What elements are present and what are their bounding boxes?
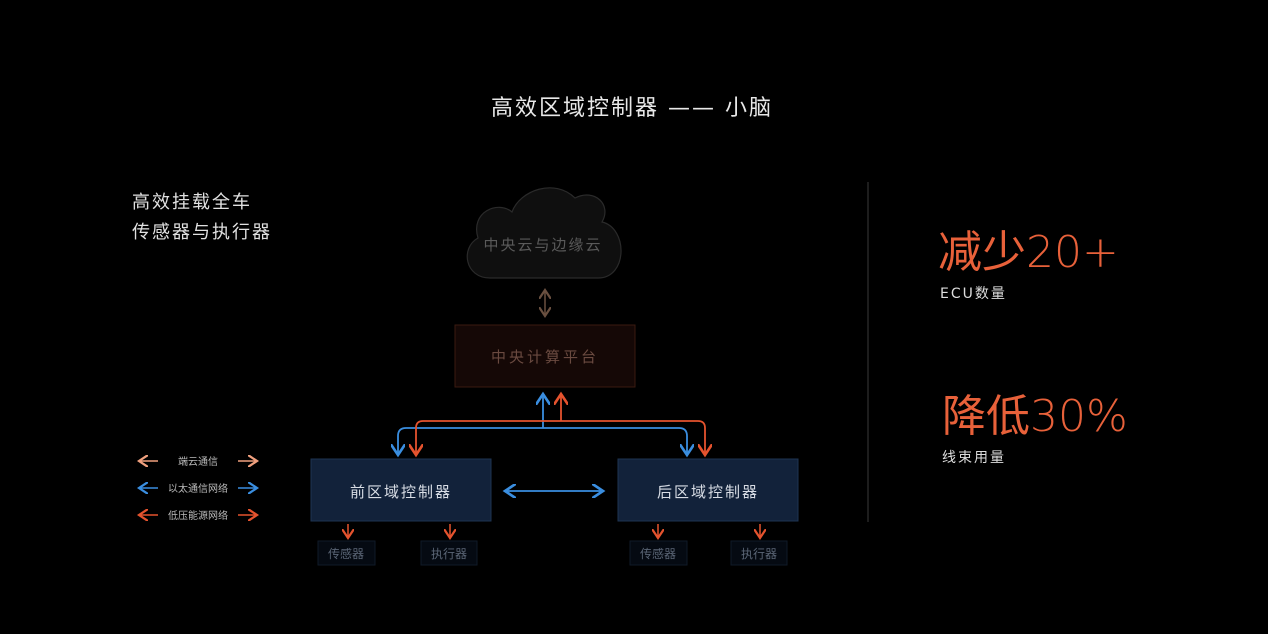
- intro-line-2: 传感器与执行器: [132, 222, 272, 243]
- page-title: 高效区域控制器 —— 小脑: [491, 96, 773, 121]
- rear-actuator-box: [730, 540, 788, 566]
- ethernet-link: [398, 427, 687, 455]
- stat-harness-label: 线束用量: [942, 450, 1006, 466]
- rear-sensor-box: [629, 540, 688, 566]
- front-sensor-label: 传感器: [328, 546, 364, 561]
- front-actuator-box: [420, 540, 478, 566]
- stat-ecu-value: 减少20+: [938, 227, 1119, 278]
- stat-harness-value: 降低30%: [942, 391, 1128, 442]
- legend-cloud-label: 端云通信: [178, 455, 218, 468]
- rear-controller-label: 后区域控制器: [657, 483, 759, 501]
- rear-sensor-label: 传感器: [640, 546, 676, 561]
- cloud-shape: [466, 187, 622, 279]
- front-controller-label: 前区域控制器: [350, 483, 452, 501]
- front-actuator-label: 执行器: [431, 547, 467, 561]
- rear-controller-box: [617, 458, 799, 522]
- front-sensor-box: [317, 540, 376, 566]
- intro-line-1: 高效挂载全车: [132, 192, 252, 213]
- legend-ethernet-label: 以太通信网络: [168, 482, 228, 495]
- rear-actuator-label: 执行器: [741, 547, 777, 561]
- front-controller-box: [310, 458, 492, 522]
- central-platform-label: 中央计算平台: [491, 348, 599, 366]
- central-platform-box: [454, 324, 636, 388]
- legend-power-label: 低压能源网络: [168, 509, 228, 522]
- power-link: [416, 420, 705, 455]
- cloud-label: 中央云与边缘云: [483, 236, 602, 254]
- stat-ecu-label: ECU数量: [940, 286, 1007, 302]
